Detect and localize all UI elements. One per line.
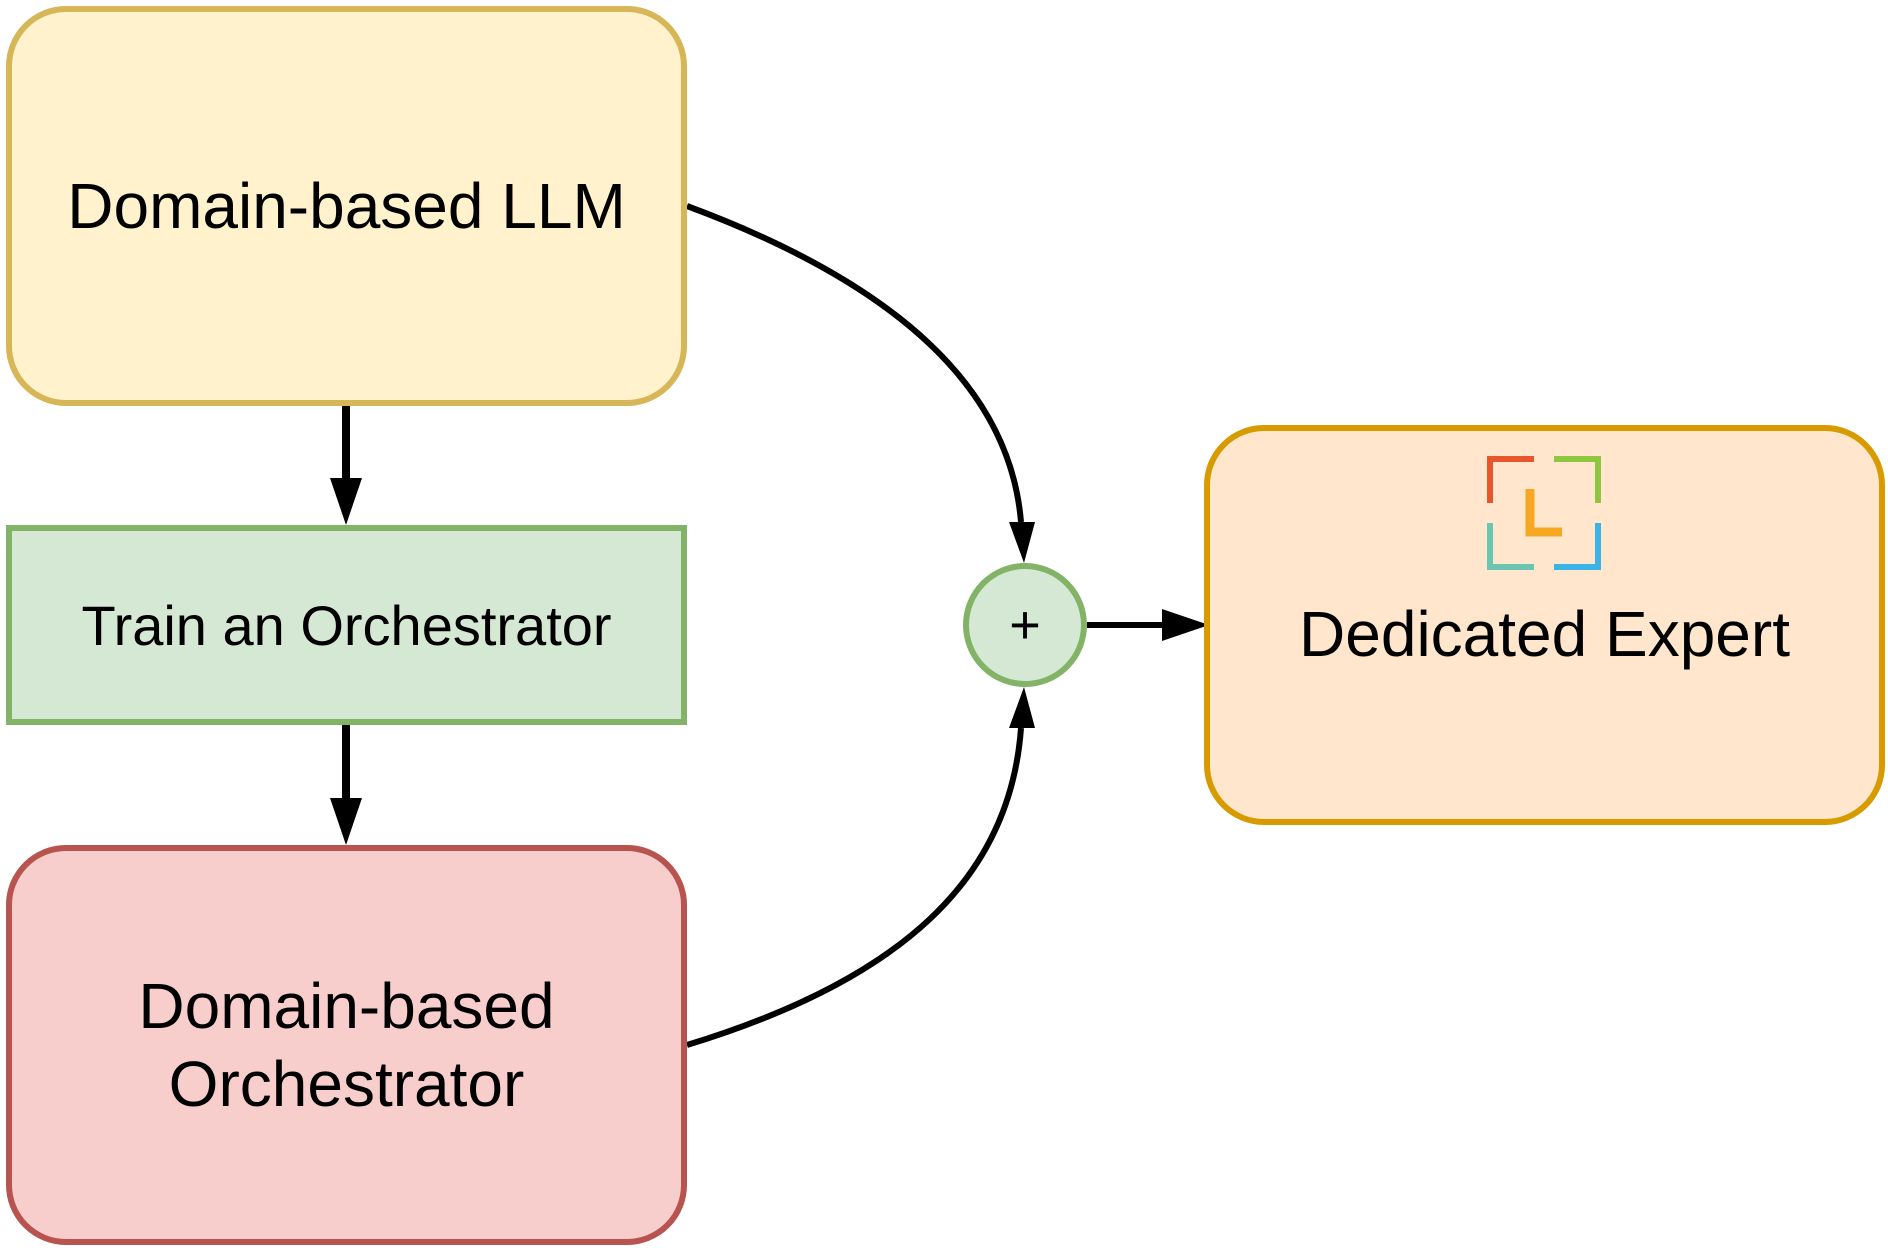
- logo-top-left-bracket: [1487, 456, 1534, 503]
- arrowhead-plus-to-expert: [1162, 609, 1209, 641]
- arrow-orch-to-plus: [686, 727, 1024, 1048]
- node-dedicated-expert: Dedicated Expert: [1204, 425, 1885, 825]
- plus-symbol: +: [1009, 595, 1041, 655]
- node-domain-based-orchestrator-label: Domain-based Orchestrator: [138, 967, 554, 1123]
- logo-center-l: [1525, 489, 1562, 537]
- node-domain-based-llm-label: Domain-based LLM: [67, 170, 626, 242]
- bracket-logo-icon: [1487, 456, 1601, 570]
- node-train-orchestrator-label: Train an Orchestrator: [81, 593, 612, 657]
- node-dedicated-expert-label: Dedicated Expert: [1299, 598, 1790, 670]
- logo-top-right-bracket: [1554, 456, 1601, 503]
- arrowhead-llm-to-plus: [1009, 522, 1035, 563]
- orchestrator-label-line-1: Domain-based: [138, 970, 555, 1042]
- arrowhead-train-to-orch: [330, 798, 362, 845]
- node-domain-based-llm: Domain-based LLM: [6, 6, 687, 406]
- node-domain-based-orchestrator: Domain-based Orchestrator: [6, 845, 687, 1245]
- arrowhead-orch-to-plus: [1009, 687, 1035, 728]
- node-train-orchestrator: Train an Orchestrator: [6, 525, 687, 725]
- logo-bottom-left-bracket: [1487, 523, 1534, 570]
- arrowhead-llm-to-train: [330, 478, 362, 525]
- arrow-llm-to-plus: [685, 203, 1024, 523]
- orchestrator-label-line-2: Orchestrator: [168, 1048, 525, 1120]
- logo-bottom-right-bracket: [1554, 523, 1601, 570]
- combine-plus-node: +: [963, 563, 1087, 687]
